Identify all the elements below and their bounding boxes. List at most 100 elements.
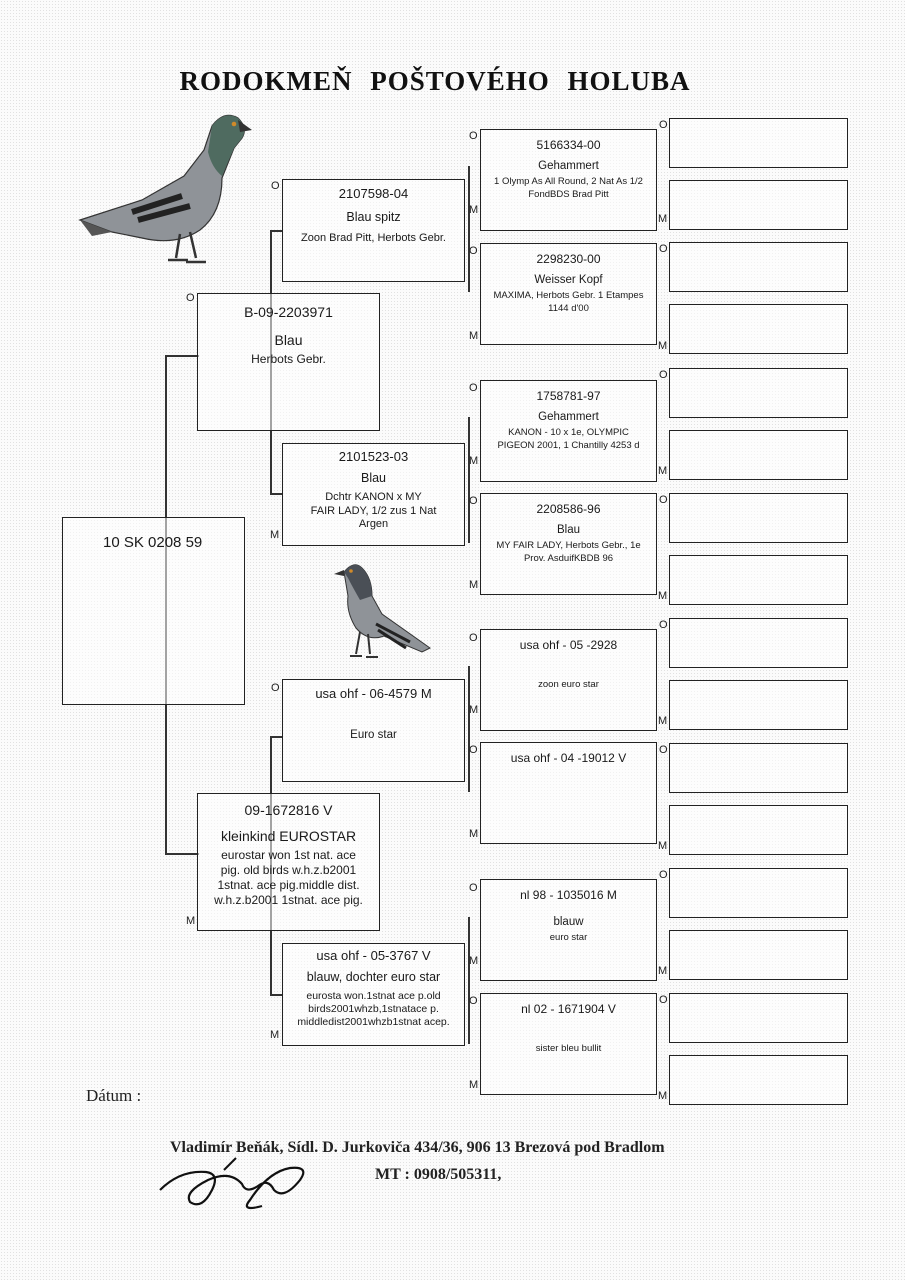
- male-label: O: [659, 494, 668, 506]
- gen4-empty-box: [669, 555, 848, 605]
- great-grandparent-note-line: MAXIMA, Herbots Gebr. 1 Etampes: [493, 290, 644, 302]
- great-grandparent-ring-number: usa ohf - 05 -2928: [519, 638, 618, 652]
- female-label: M: [658, 213, 668, 225]
- female-label: M: [469, 455, 479, 467]
- connector-line: [270, 493, 283, 495]
- connector-line: [468, 917, 470, 1044]
- great-grandparent-note-line: sister bleu bullit: [535, 1043, 602, 1054]
- great-grandparent-ring-number: 2298230-00: [536, 252, 601, 266]
- female-label: M: [469, 330, 479, 342]
- female-label: M: [658, 840, 668, 852]
- gen4-empty-box: [669, 930, 848, 980]
- great-grandparent-box: 1758781-97 Gehammert KANON - 10 x 1e, OL…: [480, 380, 657, 482]
- male-label: O: [186, 292, 195, 304]
- great-grandparent-note-line: 1 Olymp As All Round, 2 Nat As 1/2: [494, 176, 643, 188]
- male-label: O: [469, 995, 478, 1007]
- gen4-empty-box: [669, 118, 848, 168]
- female-label: M: [469, 204, 479, 216]
- date-label: Dátum :: [86, 1086, 142, 1105]
- male-label: O: [469, 245, 478, 257]
- great-grandparent-note-line: euro star: [549, 932, 588, 944]
- connector-line: [270, 994, 283, 996]
- male-label: O: [469, 744, 478, 756]
- connector-line: [468, 166, 470, 292]
- great-grandparent-box: nl 98 - 1035016 M blauw euro star: [480, 879, 657, 981]
- subject-bird-box: 10 SK 0208 59: [62, 517, 245, 705]
- female-label: M: [658, 465, 668, 477]
- great-grandparent-box: usa ohf - 05 -2928 zoon euro star: [480, 629, 657, 731]
- connector-line: [270, 736, 283, 738]
- signature-icon: [159, 1157, 305, 1210]
- grandparent-note-line: FAIR LADY, 1/2 zus 1 Nat: [310, 504, 437, 517]
- gen4-empty-box: [669, 868, 848, 918]
- great-grandparent-box: usa ohf - 04 -19012 V: [480, 742, 657, 844]
- great-grandparent-color: Blau: [556, 524, 581, 536]
- pigeon-icon: [334, 564, 431, 658]
- gen4-empty-box: [669, 618, 848, 668]
- great-grandparent-note-line: Prov. AsduifKBDB 96: [523, 552, 614, 564]
- female-label: M: [658, 590, 668, 602]
- great-grandparent-note-line: MY FAIR LADY, Herbots Gebr., 1e: [496, 540, 641, 552]
- gen4-empty-box: [669, 680, 848, 730]
- gen4-empty-box: [669, 368, 848, 418]
- mother-note-line: w.h.z.b2001 1stnat. ace pig.: [214, 893, 363, 907]
- grandparent-color: Blau: [360, 471, 387, 486]
- gen4-empty-box: [669, 1055, 848, 1105]
- male-label: O: [659, 243, 668, 255]
- grandparent-note-line: Dchtr KANON x MY: [325, 490, 422, 503]
- father-color: Blau: [274, 331, 303, 348]
- great-grandparent-box: 5166334-00 Gehammert 1 Olymp As All Roun…: [480, 129, 657, 231]
- breeder-phone: MT : 0908/505311,: [375, 1166, 502, 1183]
- great-grandparent-note-line: FondBDS Brad Pitt: [528, 188, 609, 200]
- connector-line: [165, 853, 199, 855]
- male-label: O: [659, 994, 668, 1006]
- female-label: M: [469, 828, 479, 840]
- female-label: M: [186, 915, 196, 927]
- connector-line: [165, 355, 199, 357]
- male-label: O: [271, 682, 280, 694]
- grandparent-box-ff: 2107598-04 Blau spitz Zoon Brad Pitt, He…: [282, 179, 465, 282]
- gen4-empty-box: [669, 493, 848, 543]
- great-grandparent-color: Gehammert: [538, 160, 599, 172]
- grandparent-note: Zoon Brad Pitt, Herbots Gebr.: [301, 231, 446, 244]
- mother-note-line: 1stnat. ace pig.middle dist.: [217, 878, 360, 892]
- grandparent-box-mf: usa ohf - 06-4579 M Euro star: [282, 679, 465, 782]
- male-label: O: [271, 180, 280, 192]
- connector-line: [468, 417, 470, 543]
- mother-color: kleinkind EUROSTAR: [220, 827, 357, 844]
- subject-ring-number: 10 SK 0208 59: [103, 534, 203, 551]
- grandparent-note-line: middledist2001whzb1stnat acep.: [297, 1016, 450, 1029]
- female-label: M: [658, 715, 668, 727]
- father-box: B-09-2203971 Blau Herbots Gebr.: [197, 293, 380, 431]
- great-grandparent-ring-number: nl 02 - 1671904 V: [521, 1002, 616, 1016]
- great-grandparent-note-line: KANON - 10 x 1e, OLYMPIC: [508, 427, 629, 439]
- male-label: O: [469, 382, 478, 394]
- female-label: M: [658, 340, 668, 352]
- page-title: RODOKMEŇ POŠTOVÉHO HOLUBA: [179, 66, 691, 96]
- grandparent-ring-number: 2107598-04: [338, 186, 409, 201]
- father-ring-number: B-09-2203971: [244, 304, 333, 320]
- female-label: M: [469, 579, 479, 591]
- grandparent-color: Euro star: [350, 729, 397, 742]
- gen4-empty-box: [669, 242, 848, 292]
- female-label: M: [469, 955, 479, 967]
- mother-note-line: pig. old birds w.h.z.b2001: [220, 863, 357, 877]
- mother-box: 09-1672816 V kleinkind EUROSTAR eurostar…: [197, 793, 380, 931]
- female-label: M: [658, 965, 668, 977]
- gen4-empty-box: [669, 180, 848, 230]
- great-grandparent-note-line: zoon euro star: [538, 679, 599, 690]
- male-label: O: [469, 632, 478, 644]
- grandparent-note-line: birds2001whzb,1stnatace p.: [308, 1003, 439, 1015]
- female-label: M: [270, 1029, 280, 1041]
- great-grandparent-ring-number: 2208586-96: [536, 502, 601, 516]
- great-grandparent-note-line: 1144 d'00: [548, 302, 589, 314]
- pigeon-icon: [78, 114, 252, 264]
- grandparent-ring-number: usa ohf - 05-3767 V: [316, 948, 431, 963]
- great-grandparent-color: Gehammert: [538, 411, 599, 423]
- great-grandparent-ring-number: nl 98 - 1035016 M: [520, 888, 617, 902]
- female-label: M: [469, 704, 479, 716]
- great-grandparent-color: blauw: [553, 916, 584, 928]
- grandparent-color: blauw, dochter euro star: [306, 970, 441, 985]
- male-label: O: [469, 495, 478, 507]
